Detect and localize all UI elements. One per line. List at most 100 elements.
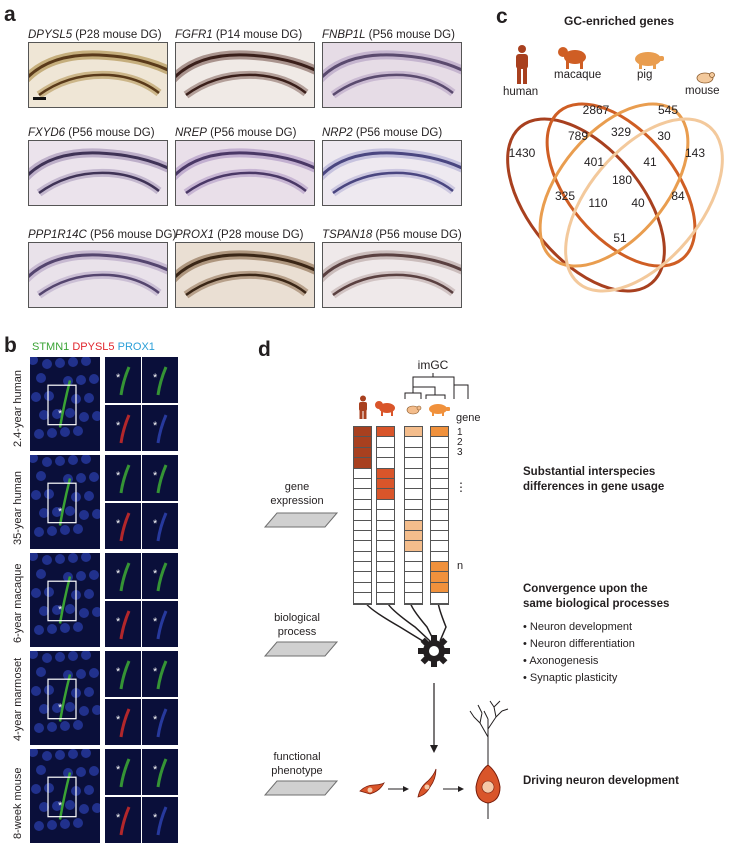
column-pig-icon	[429, 404, 450, 416]
stain-legend: STMN1 DPYSL5 PROX1	[32, 341, 155, 353]
species-label-pig: pig	[637, 69, 653, 81]
gene-cell	[405, 499, 422, 511]
ish-label-nrep: NREP (P56 mouse DG)	[175, 127, 297, 139]
gene-cell	[354, 510, 371, 521]
gene-cell	[431, 478, 448, 490]
venn-count-mouse-only: 143	[685, 146, 705, 160]
cell-marker-asterisk: *	[58, 505, 63, 518]
gene-dots: ⋮	[455, 480, 467, 494]
gene-number-1: 1	[457, 427, 463, 438]
gene-cell	[405, 572, 422, 583]
gene-cell	[377, 541, 394, 552]
ish-label-dpysl5: DPYSL5 (P28 mouse DG)	[28, 29, 162, 41]
venn-count-macaque-mouse: 84	[671, 189, 685, 203]
gene-cell	[431, 510, 448, 521]
micrograph-merged	[30, 651, 100, 745]
gene-cell	[405, 447, 422, 459]
gene-cell	[377, 427, 394, 438]
cell-marker-asterisk: *	[153, 372, 158, 384]
micrograph-dpysl5: *	[105, 405, 141, 451]
venn-macaque-ellipse	[545, 102, 697, 268]
micrograph-dpysl5: *	[105, 503, 141, 549]
gene-number-2: 2	[457, 437, 463, 448]
gene-cell	[354, 489, 371, 500]
stain-dpysl5: DPYSL5	[72, 341, 115, 353]
gene-cell	[377, 458, 394, 469]
micrograph-prox1: *	[142, 503, 178, 549]
gene-cell	[405, 520, 422, 531]
gene-cell	[377, 499, 394, 511]
gene-cell	[431, 562, 448, 573]
column-mouse-icon	[406, 405, 422, 415]
micrograph-prox1: *	[142, 601, 178, 647]
cell-marker-asterisk: *	[116, 372, 121, 384]
migrating-neuron-icon	[417, 768, 437, 798]
gene-cell	[405, 593, 422, 604]
row-label: 4-year marmoset	[12, 657, 24, 741]
micrograph-stmn1: *	[142, 651, 178, 697]
micrograph-merged-zoom: *	[105, 455, 141, 501]
arrow-right-icon-1	[403, 786, 409, 792]
gene-cell	[405, 510, 422, 521]
cell-marker-asterisk: *	[116, 470, 121, 482]
scale-bar	[33, 97, 46, 100]
gene-cell	[405, 551, 422, 563]
panel-d-schematic: imGC	[263, 358, 509, 819]
cell-marker-asterisk: *	[116, 812, 121, 824]
micrograph-prox1: *	[142, 699, 178, 745]
gene-cell	[431, 572, 448, 583]
cell-marker-asterisk: *	[153, 568, 158, 580]
level-gene-expression-plane	[263, 512, 339, 528]
gene-column-human	[353, 426, 372, 605]
species-label-human: human	[503, 86, 539, 98]
venn-count-human-pig: 325	[555, 189, 575, 203]
ish-image-tspan18	[322, 242, 462, 308]
human-icon	[516, 45, 528, 84]
cell-marker-asterisk: *	[116, 518, 121, 530]
venn-count-human-mouse: 51	[613, 231, 627, 245]
cell-marker-asterisk: *	[153, 470, 158, 482]
gene-cell	[354, 478, 371, 490]
mouse-icon	[696, 72, 715, 84]
cell-marker-asterisk: *	[58, 701, 63, 714]
micrograph-merged-zoom: *	[105, 357, 141, 403]
venn-count-human-only: 1430	[509, 146, 536, 160]
micrograph-merged-zoom: *	[105, 749, 141, 795]
gene-cell	[431, 520, 448, 531]
gene-cell	[354, 447, 371, 459]
venn-count-pig-only: 545	[658, 103, 678, 117]
arrow-down-icon	[430, 745, 438, 753]
gene-cell	[431, 582, 448, 594]
gene-cell	[354, 499, 371, 511]
row-label: 2.4-year human	[12, 369, 24, 447]
cell-marker-asterisk: *	[58, 407, 63, 420]
ish-label-fgfr1: FGFR1 (P14 mouse DG)	[175, 29, 303, 41]
gene-cell	[354, 541, 371, 552]
cell-marker-asterisk: *	[116, 568, 121, 580]
gene-cell	[431, 458, 448, 469]
gene-number-3: 3	[457, 447, 463, 458]
gene-number-n: n	[457, 560, 464, 572]
gene-cell	[377, 551, 394, 563]
gene-header: gene	[456, 412, 481, 424]
venn-diagram: 2867 545 1430 143 789 329 30 401 41 180 …	[506, 102, 724, 293]
gene-cell	[405, 582, 422, 594]
venn-count-all-four: 180	[612, 173, 632, 187]
cell-marker-asterisk: *	[153, 420, 158, 432]
gene-cell	[377, 530, 394, 542]
gene-cell	[377, 447, 394, 459]
gene-cell	[405, 489, 422, 500]
gene-cell	[354, 593, 371, 604]
gene-cell	[354, 582, 371, 594]
gene-cell	[377, 437, 394, 448]
biological-process-list: Neuron development Neuron differentiatio…	[523, 619, 635, 687]
arrow-right-icon-2	[458, 786, 464, 792]
ish-image-nrp2	[322, 140, 462, 206]
micrograph-merged	[30, 553, 100, 647]
cell-marker-asterisk: *	[153, 812, 158, 824]
venn-count-macaque-only: 2867	[583, 103, 610, 117]
micrograph-merged-zoom: *	[105, 651, 141, 697]
venn-count-human-macaque: 789	[568, 129, 588, 143]
ish-label-fnbp1l: FNBP1L (P56 mouse DG)	[322, 29, 455, 41]
cell-marker-asterisk: *	[116, 666, 121, 678]
